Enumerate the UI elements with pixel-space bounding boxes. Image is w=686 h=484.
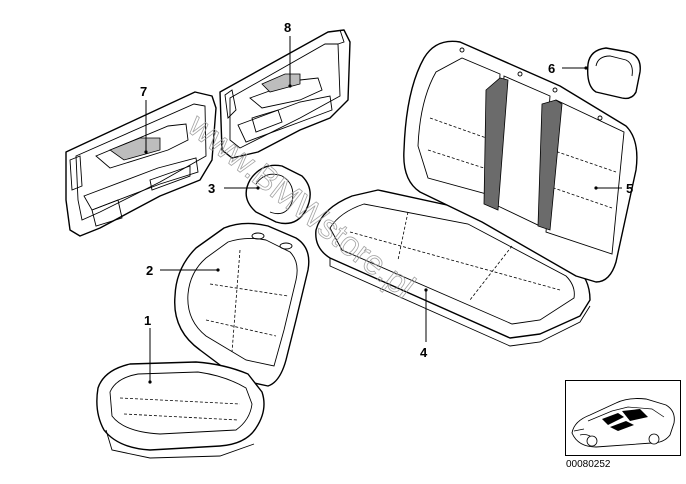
callout-2: 2 xyxy=(146,263,153,278)
callout-5: 5 xyxy=(626,181,633,196)
diagram-number: 00080252 xyxy=(566,459,611,470)
callout-7: 7 xyxy=(140,84,147,99)
callout-8: 8 xyxy=(284,20,291,35)
convertible-car-icon xyxy=(571,398,675,448)
leader-dots xyxy=(144,66,598,384)
front-seat-backrest-cover[interactable] xyxy=(174,222,310,387)
rear-seat-backrest-cover[interactable] xyxy=(403,40,638,283)
callout-4: 4 xyxy=(420,345,428,360)
callout-3: 3 xyxy=(208,181,215,196)
front-door-trim-panel[interactable] xyxy=(65,91,217,237)
callout-6: 6 xyxy=(548,61,555,76)
front-seat-cushion-cover[interactable] xyxy=(96,361,265,459)
leader-lines xyxy=(145,36,622,382)
rear-headrest[interactable] xyxy=(586,47,641,100)
rear-seat-cushion-cover[interactable] xyxy=(315,189,591,347)
callout-1: 1 xyxy=(144,313,151,328)
headrest-cushion[interactable] xyxy=(245,164,311,225)
vehicle-locator-inset xyxy=(565,380,681,456)
